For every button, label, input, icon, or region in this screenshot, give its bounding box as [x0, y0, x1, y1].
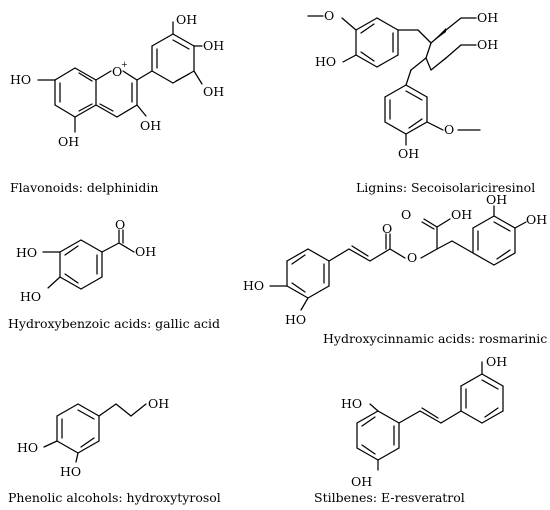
secoisolariciresinol-caption: Lignins: Secoisolariciresinol — [356, 180, 535, 195]
delphinidin-plus-charge: + — [121, 60, 128, 69]
secoisolariciresinol-methoxy-o-bottom: O — [444, 122, 454, 137]
rosmarinic-acid-ester-o: O — [407, 250, 417, 265]
gallic-acid-caption: Hydroxybenzoic acids: gallic acid — [8, 316, 220, 331]
e-resveratrol-oh-bottom: OH — [351, 474, 372, 489]
secoisolariciresinol-structure: O OH OH HO O OH Lignins: Secoisolaricire… — [307, 8, 535, 195]
e-resveratrol-ho-left: HO — [341, 396, 362, 411]
delphinidin-oh-lower: OH — [203, 84, 224, 99]
rosmarinic-acid-carbonyl-o-ester: O — [382, 221, 392, 236]
hydroxytyrosol-caption: Phenolic alcohols: hydroxytyrosol — [8, 490, 221, 505]
delphinidin-oh-mid: OH — [203, 38, 224, 53]
gallic-acid-ho-top: HO — [16, 245, 37, 260]
delphinidin-bonds — [37, 21, 203, 133]
delphinidin-caption: Flavonoids: delphinidin — [10, 180, 158, 195]
rosmarinic-acid-ho-bottom: HO — [285, 312, 306, 327]
rosmarinic-acid-oh-right: OH — [526, 212, 547, 227]
hydroxytyrosol-ho-left: HO — [17, 440, 38, 455]
stereo-wedge-bonds — [431, 28, 446, 70]
hydroxytyrosol-bonds — [43, 403, 147, 463]
delphinidin-oh-c3: OH — [140, 118, 161, 133]
secoisolariciresinol-oh-mid: OH — [477, 37, 498, 52]
secoisolariciresinol-oh-bottom: OH — [398, 146, 419, 161]
e-resveratrol-bonds — [356, 361, 504, 471]
rosmarinic-acid-acid-oh: OH — [451, 207, 472, 222]
hydroxytyrosol-ho-bottom: HO — [60, 464, 81, 479]
delphinidin-ho-left: HO — [10, 72, 31, 87]
e-resveratrol-caption: Stilbenes: E-resveratrol — [314, 490, 465, 505]
rosmarinic-acid-ho-left: HO — [243, 278, 264, 293]
delphinidin-oh-bottom: OH — [58, 134, 79, 149]
delphinidin-oh-top: OH — [176, 12, 197, 27]
rosmarinic-acid-caption: Hydroxycinnamic acids: rosmarinic acid — [323, 331, 550, 346]
secoisolariciresinol-ho-left: HO — [315, 54, 336, 69]
gallic-acid-bonds — [42, 229, 135, 290]
hydroxytyrosol-oh: OH — [148, 396, 169, 411]
e-resveratrol-structure: OH HO OH Stilbenes: E-resveratrol — [314, 354, 507, 505]
hydroxytyrosol-structure: OH HO HO Phenolic alcohols: hydroxytyros… — [8, 396, 221, 505]
rosmarinic-acid-bonds — [269, 205, 527, 311]
delphinidin-structure: OH OH OH O + HO OH OH Flavonoids: delphi… — [10, 12, 224, 195]
rosmarinic-acid-oh-top: OH — [486, 192, 507, 207]
gallic-acid-ho-bottom: HO — [20, 289, 41, 304]
e-resveratrol-oh-top: OH — [486, 354, 507, 369]
secoisolariciresinol-oh-top: OH — [477, 10, 498, 25]
rosmarinic-acid-structure: OH O OH O O OH HO HO Hydroxycinnamic aci… — [243, 192, 550, 346]
gallic-acid-structure: O OH HO HO Hydroxybenzoic acids: gallic … — [8, 217, 220, 331]
rosmarinic-acid-carbonyl-o-acid: O — [401, 207, 411, 222]
delphinidin-oxygen: O — [112, 64, 122, 79]
secoisolariciresinol-methoxy-o-top: O — [324, 8, 334, 23]
gallic-acid-oh: OH — [135, 244, 156, 259]
gallic-acid-carbonyl-o: O — [115, 217, 125, 232]
